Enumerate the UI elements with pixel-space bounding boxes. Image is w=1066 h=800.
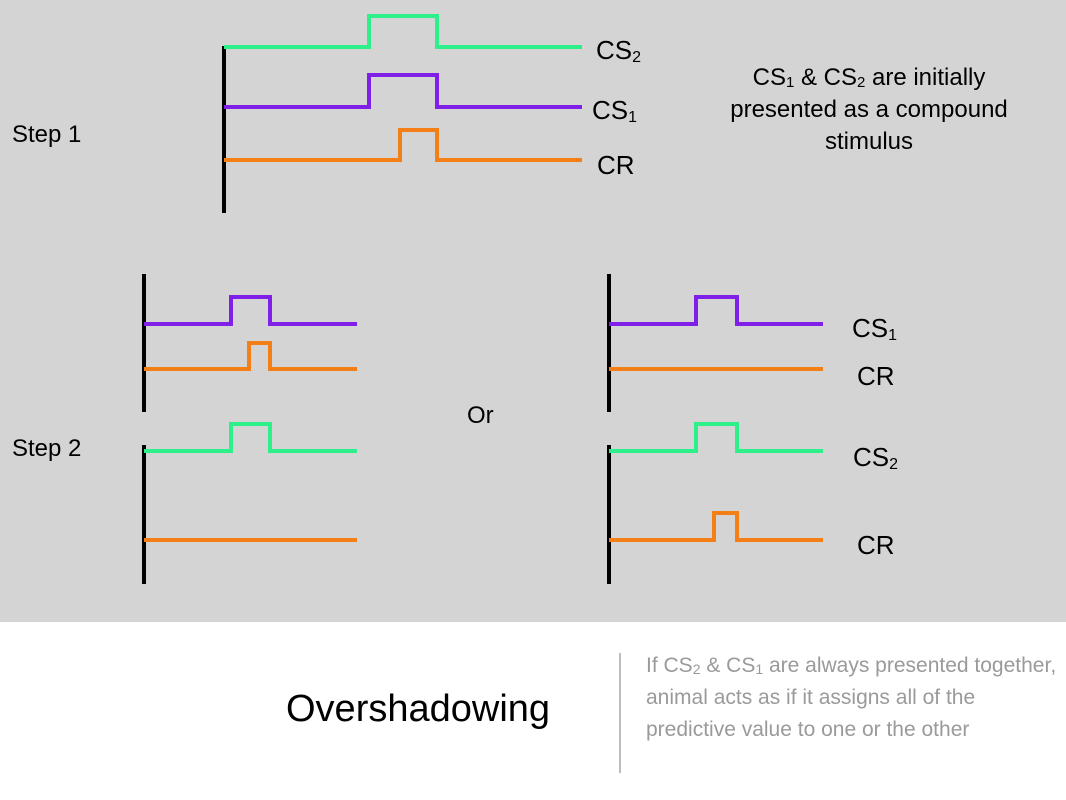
step1-cr-trace — [224, 128, 582, 162]
step2-left-cs1-trace — [144, 295, 357, 326]
step2-cr1-label: CR — [857, 361, 895, 391]
diagram-panel — [0, 0, 1066, 622]
slide-title: Overshadowing — [286, 688, 551, 730]
or-label: Or — [467, 402, 494, 429]
step2-right-cr2-trace — [609, 511, 823, 542]
step1-cs1-label: CS1 — [592, 95, 638, 126]
step2-cr2-label: CR — [857, 530, 895, 560]
step1-cs1-trace — [224, 73, 582, 109]
step2-right-cs1-trace — [609, 295, 823, 326]
step2-left-cr1-trace — [144, 341, 357, 371]
step1-cs2-label: CS2 — [596, 35, 642, 66]
step2-cs2-label: CS2 — [853, 442, 899, 473]
timing-diagram — [142, 14, 823, 584]
divider — [619, 653, 621, 773]
step1-label: Step 1 — [12, 121, 82, 148]
step1-cs2-trace — [224, 14, 582, 49]
step2-left-cs2-trace — [144, 422, 357, 453]
caption-text: If CS2 & CS1 are always presented togeth… — [646, 654, 1057, 741]
step2-label: Step 2 — [12, 435, 82, 462]
step2-right-cs2-trace — [609, 422, 823, 453]
step1-cr-label: CR — [597, 150, 635, 180]
compound-note: CS1 & CS2 are initially presented as a c… — [730, 64, 1008, 155]
step2-cs1-label: CS1 — [852, 313, 898, 344]
